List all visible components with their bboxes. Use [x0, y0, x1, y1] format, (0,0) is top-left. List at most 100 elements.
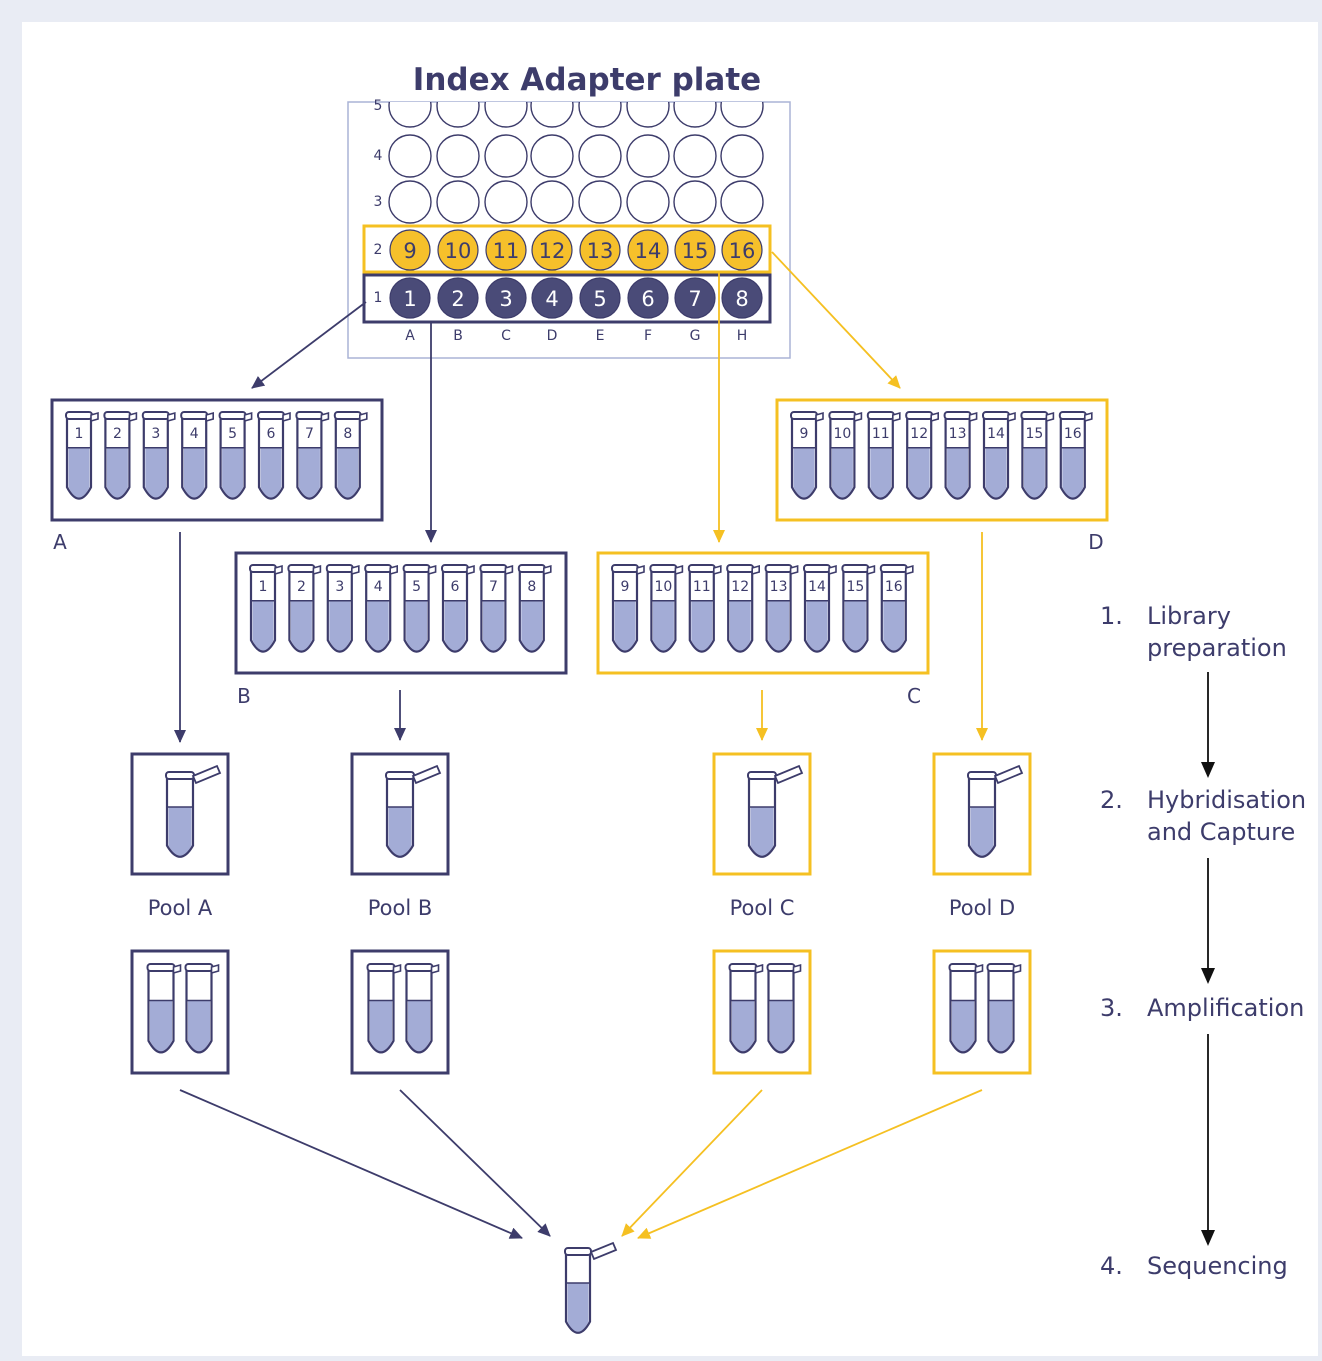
- well-number: 13: [587, 239, 614, 263]
- plate-column-label: E: [596, 328, 605, 344]
- tube: [747, 771, 777, 858]
- tube-body: [480, 571, 507, 653]
- cap-hinge: [905, 564, 914, 576]
- empty-well: [720, 102, 764, 128]
- arrow-row1-to-a: [251, 301, 367, 389]
- open-cap: [191, 764, 222, 785]
- empty-well: [436, 102, 480, 128]
- plate-column-label: D: [547, 328, 558, 344]
- tube-body: [326, 571, 353, 653]
- tube-liquid: [1023, 447, 1045, 499]
- index-well-navy: [389, 277, 431, 319]
- tube-body: [441, 571, 469, 653]
- tube-body: [257, 418, 285, 500]
- step-number: 2.: [1100, 786, 1123, 814]
- cap-hinge: [427, 564, 437, 576]
- cap-hinge: [243, 411, 253, 423]
- tube-cap: [103, 411, 132, 420]
- empty-well: [720, 180, 764, 224]
- tube-cap: [165, 771, 195, 780]
- tube-cap: [766, 963, 796, 972]
- tube-liquid: [222, 447, 244, 499]
- tube-cap: [611, 564, 639, 573]
- tube-liquid: [567, 1282, 589, 1333]
- cap-hinge: [389, 564, 398, 576]
- tube-cap: [146, 963, 176, 972]
- tube-cap: [333, 411, 362, 420]
- tube-cap: [295, 411, 324, 420]
- tube-liquid: [768, 600, 790, 652]
- tube-liquid: [188, 1000, 210, 1052]
- plate-column-label: F: [644, 328, 652, 344]
- cap-hinge: [789, 564, 799, 576]
- tube-number: 13: [770, 579, 788, 595]
- amplified-frame: [130, 949, 230, 1075]
- tube-cap: [879, 564, 908, 573]
- tube: 10: [649, 564, 684, 653]
- tube-cap: [649, 564, 678, 573]
- index-well-yellow: [485, 229, 527, 271]
- tube-liquid: [168, 806, 192, 857]
- open-cap: [411, 764, 442, 785]
- empty-well: [484, 180, 528, 224]
- plate-row-label: 2: [374, 242, 383, 258]
- tube-body: [767, 970, 795, 1054]
- strip-label: D: [1088, 530, 1103, 554]
- tube-cap: [948, 963, 978, 972]
- tube-body: [880, 571, 907, 653]
- tube-liquid: [844, 600, 866, 652]
- cap-hinge: [504, 564, 514, 576]
- tube-cap: [218, 411, 247, 420]
- index-well-yellow: [389, 229, 431, 271]
- tube-body: [1021, 418, 1048, 500]
- empty-well: [578, 102, 622, 128]
- empty-well: [388, 180, 432, 224]
- tube-liquid: [831, 447, 853, 499]
- index-well-yellow: [579, 229, 621, 271]
- tube-cap: [803, 564, 831, 573]
- step-label: Library preparation: [1147, 602, 1287, 662]
- tube-number: 10: [833, 426, 851, 442]
- tube-liquid: [388, 806, 412, 857]
- tube-cap: [764, 564, 793, 573]
- tube-number: 8: [343, 426, 352, 442]
- tube-cap: [249, 564, 277, 573]
- tube-number: 15: [846, 579, 864, 595]
- well-number: 11: [493, 239, 520, 263]
- tube-liquid: [729, 600, 751, 652]
- index-well-navy: [531, 277, 573, 319]
- tube-cap: [967, 771, 997, 780]
- tube-liquid: [406, 600, 428, 652]
- tube-body: [944, 418, 971, 500]
- tube-liquid: [750, 806, 774, 857]
- cap-hinge: [274, 564, 283, 576]
- tube-body: [142, 418, 169, 500]
- tube-liquid: [444, 600, 466, 652]
- tube-body: [288, 571, 315, 653]
- tube-liquid: [183, 447, 205, 499]
- tube-body: [296, 418, 323, 500]
- well-number: 10: [445, 239, 472, 263]
- tube-liquid: [770, 1000, 792, 1052]
- tube-cap: [1058, 411, 1087, 420]
- tube-liquid: [952, 1000, 974, 1052]
- tube-liquid: [652, 600, 674, 652]
- step-label: Amplification: [1147, 994, 1305, 1022]
- pool-frame: [932, 752, 1032, 876]
- tube: 2: [287, 564, 322, 653]
- tube-liquid: [691, 600, 713, 652]
- tube-cap: [141, 411, 170, 420]
- tube-body: [385, 778, 415, 858]
- arrow-pool-b-to-seq: [399, 1089, 551, 1237]
- diagram-title: Index Adapter plate: [412, 62, 762, 98]
- tube-liquid: [985, 447, 1007, 499]
- tube: 2: [103, 411, 138, 500]
- tube-cap: [828, 411, 857, 420]
- tube-body: [967, 778, 997, 858]
- tube-liquid: [370, 1000, 392, 1052]
- tube-liquid: [150, 1000, 172, 1052]
- tube-number: 2: [113, 426, 122, 442]
- tube: 6: [257, 411, 291, 500]
- step-label: Hybridisation and Capture: [1147, 786, 1307, 846]
- tube: [165, 771, 195, 858]
